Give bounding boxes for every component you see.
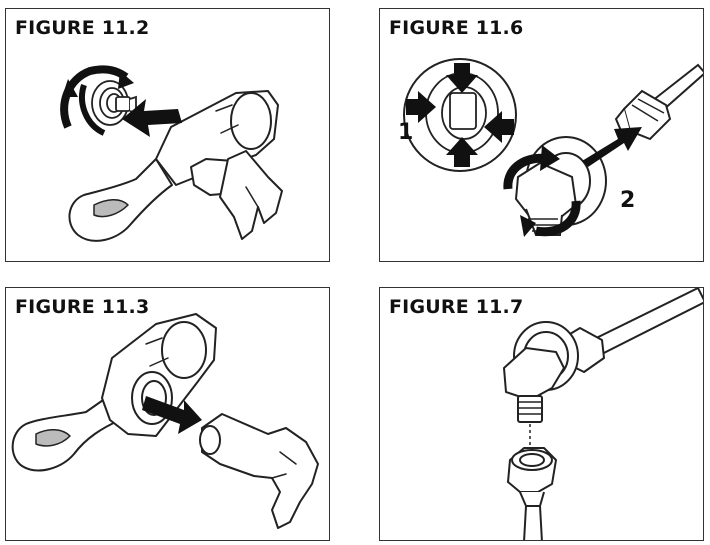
threaded-stem <box>517 395 543 423</box>
figure-11-3-drawing <box>11 313 319 529</box>
shower-holder-clip <box>201 413 319 529</box>
figure-title: FIGURE 11.3 <box>15 296 150 318</box>
figure-11-7-drawing <box>503 288 703 540</box>
figure-11-6-panel: FIGURE 11.6 1 <box>379 8 704 262</box>
elbow-fitting <box>503 347 565 401</box>
clamp-ring-opening <box>161 321 207 379</box>
figure-11-2-panel: FIGURE 11.2 <box>5 8 330 262</box>
figure-title: FIGURE 11.6 <box>389 17 524 39</box>
pull-arrow-icon <box>142 396 202 434</box>
hose <box>523 505 543 540</box>
clamp-ring-opening <box>230 92 272 150</box>
figure-11-6-drawing: 1 2 <box>398 58 703 237</box>
figure-11-7-panel: FIGURE 11.7 <box>379 287 704 541</box>
figure-11-2-drawing <box>60 65 283 242</box>
push-arrow-icon <box>122 99 182 137</box>
figure-11-3-panel: FIGURE 11.3 <box>5 287 330 541</box>
figure-title: FIGURE 11.7 <box>389 296 524 318</box>
squeeze-arrows-icon <box>406 63 514 167</box>
rotate-arrow-icon <box>60 65 129 136</box>
figure-title: FIGURE 11.2 <box>15 17 150 39</box>
step-label-2: 2 <box>620 188 635 213</box>
step-label-1: 1 <box>398 120 413 145</box>
handle-lever <box>68 158 173 242</box>
connect-arrow-icon <box>582 127 642 167</box>
